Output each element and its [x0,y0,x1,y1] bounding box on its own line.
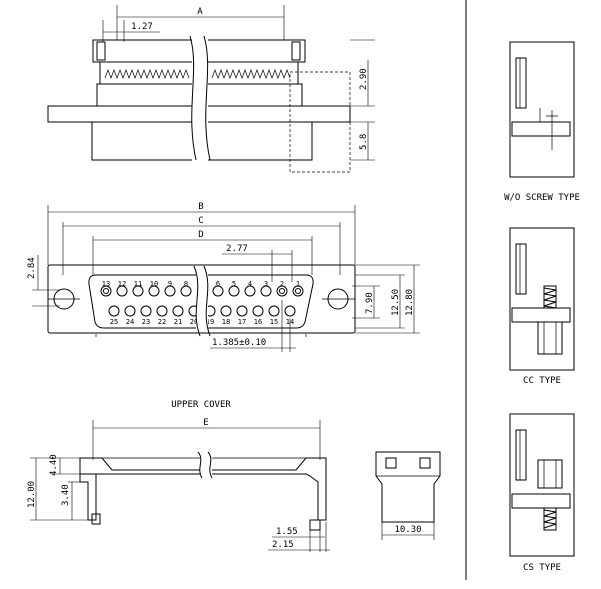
dim-h2-label: 12.50 [391,289,401,316]
pin-label: 24 [126,318,134,326]
pin-label: 3 [264,280,268,288]
dim-155-label: 1.55 [276,527,298,537]
upper-cover-title: UPPER COVER [171,400,231,410]
dim-a-label: A [197,7,203,17]
variant-cs: CS TYPE [509,413,575,573]
pin-label: 2 [280,280,284,288]
dim-340-label: 3.40 [61,484,71,506]
pin-label: 13 [102,280,110,288]
dim-pin-pitch-label: 2.77 [226,244,248,254]
dim-left-label: 2.84 [27,257,37,279]
pin-label: 19 [206,318,214,326]
dim-e-label: E [203,418,208,428]
pin-label: 4 [248,280,252,288]
dim-height-label: 2.90 [359,68,369,90]
pin-label: 6 [216,280,220,288]
pin-label: 25 [110,318,118,326]
dim-215-label: 2.15 [272,540,294,550]
top-view: A 1.27 2.90 5.8 [47,5,375,173]
pin-label: 11 [134,280,142,288]
dim-1200-label: 12.00 [27,481,37,508]
variant-label: CS TYPE [523,563,561,573]
dim-row-spacing-label: 1.385±0.10 [212,338,266,348]
dim-h1-label: 7.90 [365,292,375,314]
pin-label: 1 [296,280,300,288]
upper-cover-side-view: E 4.40 12.00 3.40 1.55 2.15 [27,418,330,552]
dim-pitch-label: 1.27 [131,22,153,32]
dim-d-label: D [198,230,203,240]
pin-label: 21 [174,318,182,326]
front-view: B C D 2.77 2.84 [27,202,420,352]
pin-label: 23 [142,318,150,326]
pin-label: 20 [190,318,198,326]
dim-c-label: C [198,216,203,226]
pin-label: 16 [254,318,262,326]
pin-label: 15 [270,318,278,326]
upper-cover-end-view: 10.30 [375,451,441,540]
variant-label: W/O SCREW TYPE [504,193,580,203]
variant-wo-screw: W/O SCREW TYPE [504,41,580,203]
pin-label: 10 [150,280,158,288]
top-pin-row: 13 12 11 10 9 8 7 6 5 4 3 2 1 [100,280,304,297]
pin-label: 8 [184,280,188,288]
dim-b-label: B [198,202,203,212]
dim-440-label: 4.40 [49,454,59,476]
pin-label: 18 [222,318,230,326]
pin-label: 12 [118,280,126,288]
dim-h3-label: 12.80 [405,289,415,316]
pin-label: 9 [168,280,172,288]
pin-label: 5 [232,280,236,288]
variant-cc: CC TYPE [509,227,575,386]
dim-1030-label: 10.30 [394,525,421,535]
pin-label: 17 [238,318,246,326]
variant-label: CC TYPE [523,376,561,386]
pin-label: 22 [158,318,166,326]
dim-bottom-label: 5.8 [359,134,369,150]
